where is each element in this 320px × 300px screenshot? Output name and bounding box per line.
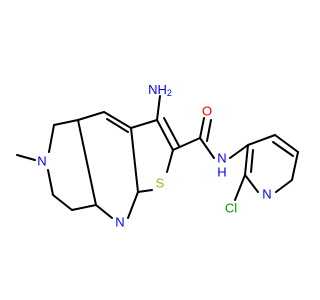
bond-ch2c-c	[71, 204, 97, 211]
thiophene-sulfur-label: S	[156, 176, 165, 191]
bond-s-c7a	[137, 189, 153, 193]
methyl-bond	[16, 154, 36, 161]
structure-svg: NH2 O N H N N S N Cl	[16, 82, 299, 230]
bond-carbonyl-nh	[199, 137, 215, 159]
amide-hydrogen-label: H	[217, 165, 226, 180]
bond-pyr-1	[247, 134, 276, 146]
molecule-diagram: NH2 O N H N N S N Cl	[16, 82, 299, 230]
bond-c3-c2-double	[163, 117, 180, 147]
bond-pyr-6	[244, 144, 249, 176]
fused-pyridine-nitrogen-label: N	[115, 215, 124, 230]
chlorine-label: Cl	[225, 201, 237, 216]
bond-ch-c3a-double	[106, 118, 129, 133]
bond-ch2b-ch2c	[52, 194, 73, 211]
bond-pyr-4	[275, 179, 293, 193]
bond-c3-c2	[156, 119, 174, 151]
amide-nitrogen-label: N	[217, 151, 226, 166]
bond-pyr-6-double	[250, 149, 254, 173]
bond-c2-carbonyl	[172, 137, 201, 151]
bond-c3-nh2	[156, 95, 161, 121]
bond-c2-s	[166, 149, 174, 173]
bond-pyr-2	[274, 134, 299, 153]
bond-npy-c7a	[127, 191, 139, 219]
bond-c-npy	[95, 204, 113, 219]
bond-fuse-left	[77, 119, 97, 206]
bond-n-ch2a	[48, 124, 55, 153]
bond-carbonyl-o	[199, 117, 205, 139]
bond-pyr-2-double	[272, 141, 294, 157]
bond-c-cl	[234, 174, 246, 201]
bond-ch2a-c	[53, 119, 79, 126]
pyridine-nitrogen-label: N	[262, 187, 271, 202]
amino-label: NH2	[148, 82, 172, 99]
bond-ch-c3a	[103, 111, 132, 129]
bond-carbonyl-o-double	[206, 119, 212, 142]
bond-pyr-3	[291, 151, 299, 181]
bond-pyr-5	[244, 174, 259, 193]
ring-nitrogen-methyl-label: N	[37, 154, 46, 169]
oxygen-label: O	[202, 104, 212, 119]
bond-c3a-c3	[130, 119, 158, 129]
bond-nh-pyr	[229, 144, 249, 159]
bond-n-ch2b	[47, 169, 54, 196]
bond-c-ch	[77, 111, 105, 121]
bond-c3a-c7a	[130, 127, 139, 193]
